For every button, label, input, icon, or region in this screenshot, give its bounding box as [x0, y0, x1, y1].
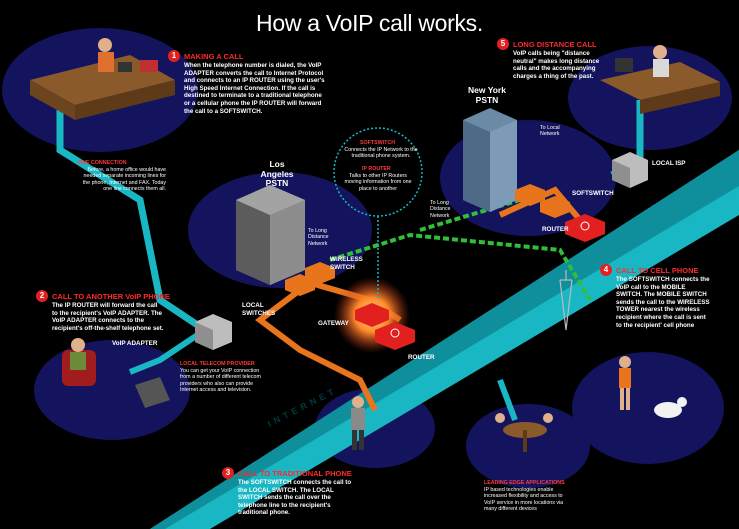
step-1-heading: MAKING A CALL [184, 52, 244, 61]
label-wireless-switch: WIRELESS SWITCH [330, 256, 363, 271]
cell-phone-illustration [619, 356, 687, 418]
step-4-text: The SOFTSWITCH connects the VoIP call to… [616, 276, 710, 329]
step-5-number: 5 [497, 38, 509, 50]
softswitch-ny-boxes [515, 184, 570, 218]
platform-edge-apps [466, 404, 590, 488]
note-local-telecom-heading: LOCAL TELECOM PROVIDER [180, 361, 255, 367]
note-softswitch-text: Connects the IP Network to the tradition… [344, 147, 418, 160]
page-title: How a VoIP call works. [256, 10, 483, 36]
step-1-text: When the telephone number is dialed, the… [184, 62, 325, 115]
la-pstn-building [236, 185, 305, 285]
note-edge-apps-text: IP based technologies enable increased f… [484, 487, 564, 513]
edge-apps-illustration [495, 413, 553, 452]
label-voip-adapter: VoIP ADAPTER [112, 340, 158, 347]
step-2-heading: CALL TO ANOTHER VoIP PHONE [52, 292, 170, 301]
label-router-center: ROUTER [408, 354, 435, 361]
note-one-connection-heading: ONE CONNECTION [78, 160, 127, 166]
router-ny [565, 214, 605, 242]
note-edge-apps-heading: LEADING EDGE APPLICATIONS [484, 480, 565, 486]
label-to-local-network: To Local Network [540, 125, 560, 138]
cable-edge-apps [497, 378, 518, 422]
local-switch-boxes [285, 262, 335, 296]
ny-pstn-building [463, 108, 517, 212]
label-to-long-distance-ny: To Long Distance Network [430, 200, 451, 219]
office-desk-illustration [30, 38, 175, 120]
cable-office-to-adapter [56, 110, 207, 333]
local-isp-box [612, 152, 648, 188]
note-ip-router-text: Talks to other IP Routers moving informa… [344, 173, 412, 192]
note-ip-router-heading: IP ROUTER [362, 166, 391, 172]
step-3-text: The SOFTSWITCH connects the call to the … [238, 479, 352, 517]
label-new-york-pstn: New York PSTN [468, 85, 506, 105]
note-one-connection-text: Before, a home office would have needed … [82, 167, 166, 193]
local-telecom-box [195, 314, 232, 350]
step-1-number: 1 [168, 50, 180, 62]
label-local-switches: LOCAL SWITCHES [242, 302, 276, 317]
step-5-heading: LONG DISTANCE CALL [513, 40, 597, 49]
cable-local-switch [255, 287, 378, 412]
platform-cell-phone [572, 352, 724, 464]
cable-wireless [329, 232, 592, 302]
label-gateway: GATEWAY [318, 320, 349, 327]
label-to-long-distance-la: To Long Distance Network [308, 228, 329, 247]
step-3-number: 3 [222, 467, 234, 479]
wireless-tower [559, 270, 573, 331]
step-4-heading: CALL TO CELL PHONE [616, 266, 699, 275]
step-2-text: The IP ROUTER will forward the call to t… [52, 302, 164, 332]
internet-backbone-shade [150, 150, 739, 529]
step-3-heading: CALL TO TRADITIONAL PHONE [238, 469, 352, 478]
cable-adapter-to-home [128, 327, 207, 375]
note-softswitch-heading: SOFTSWITCH [360, 140, 396, 146]
label-softswitch-ny: SOFTSWITCH [572, 190, 614, 197]
step-4-number: 4 [600, 264, 612, 276]
cable-ny-router [498, 186, 583, 222]
step-2-number: 2 [36, 290, 48, 302]
voip-home-illustration [62, 338, 170, 408]
label-router-ny: ROUTER [542, 226, 569, 233]
router-center [375, 322, 415, 350]
router-gateway [355, 303, 389, 327]
label-local-isp: LOCAL ISP [652, 160, 686, 167]
note-local-telecom-text: You can get your VoIP connection from a … [180, 368, 261, 394]
long-distance-office-illustration [600, 45, 720, 114]
step-5-text: VoIP calls being "distance neutral" make… [513, 50, 600, 80]
label-los-angeles-pstn: Los Angeles PSTN [260, 159, 294, 188]
traditional-phone-illustration [351, 396, 365, 450]
